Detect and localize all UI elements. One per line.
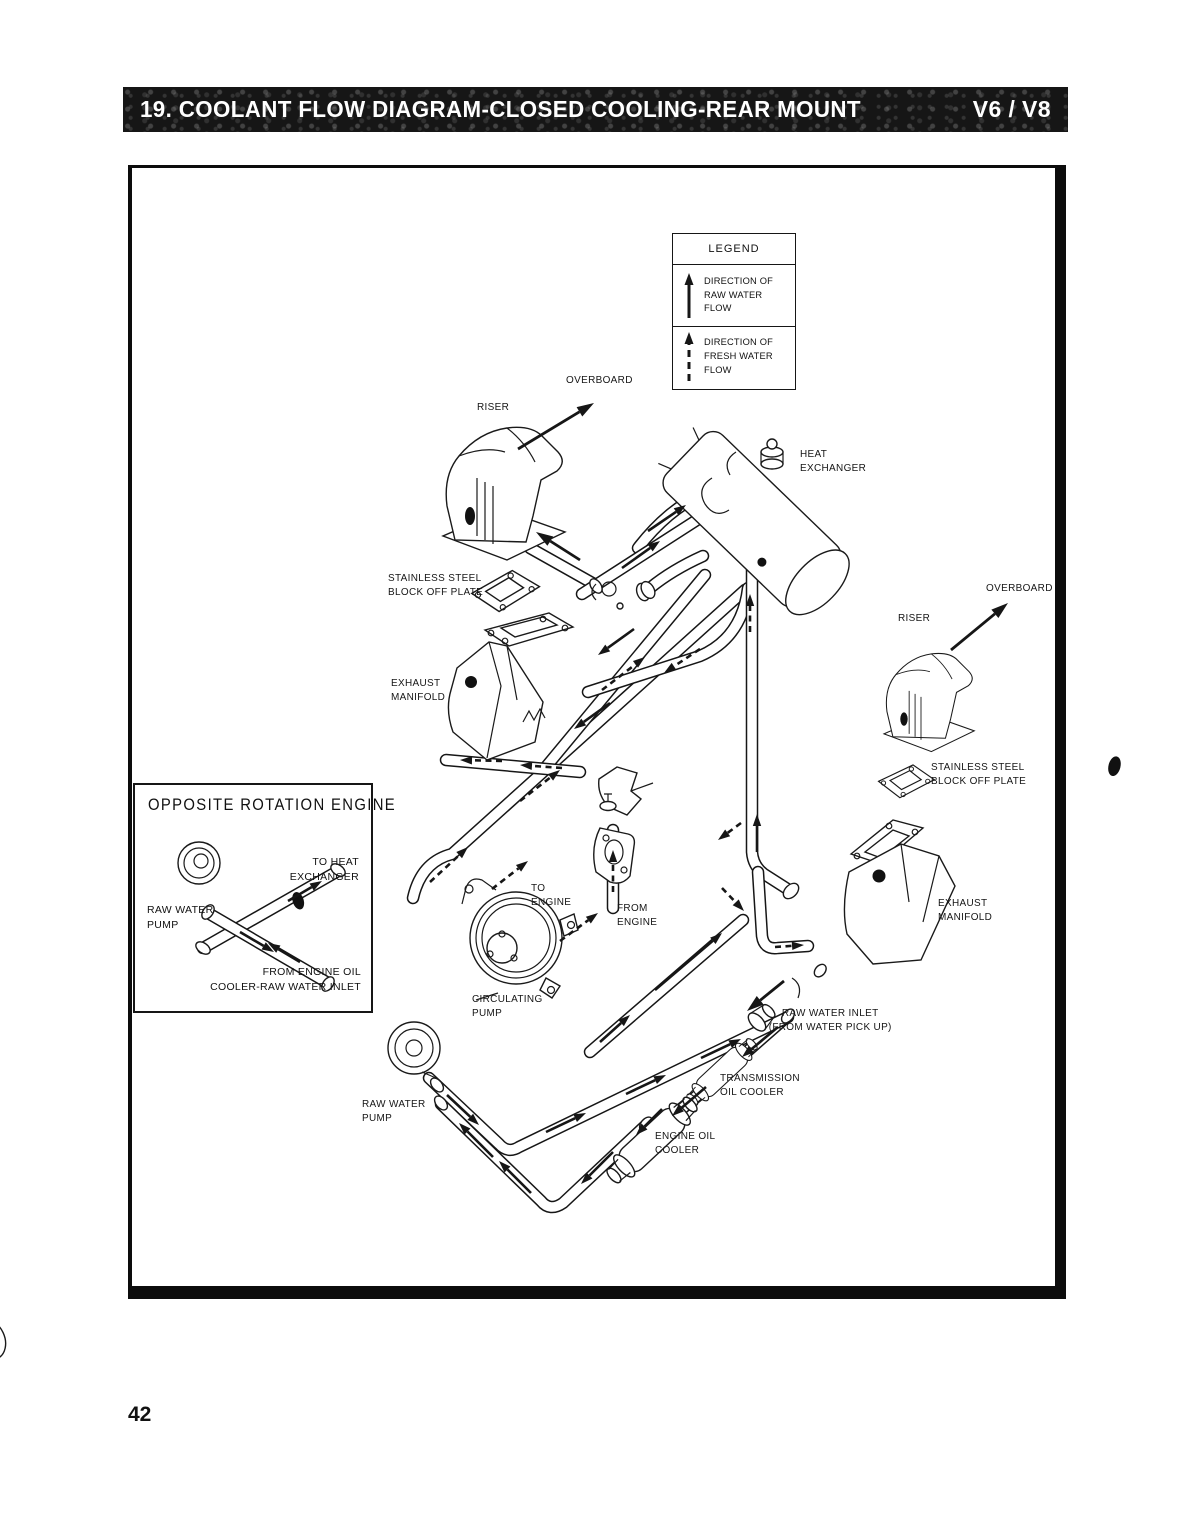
riser-right-drawing [883, 652, 975, 753]
label-from-engine: FROM ENGINE [617, 902, 658, 929]
label-riser-left: RISER [477, 401, 510, 413]
label-raw-water-pump-bottom: RAW WATER PUMP [362, 1098, 426, 1125]
label-overboard-top: OVERBOARD [566, 374, 633, 386]
label-raw-water-inlet: RAW WATER INLET (FROM WATER PICK UP) [768, 1007, 892, 1034]
label-exhaust-manifold-right: EXHAUST MANIFOLD [938, 897, 993, 924]
misc-fittings [591, 581, 617, 601]
flow-arrows [239, 403, 1008, 1194]
section-title: 19. COOLANT FLOW DIAGRAM-CLOSED COOLING-… [140, 96, 861, 122]
dashed-up-arrow-icon [684, 332, 694, 381]
legend-raw-water-label: DIRECTION OF RAW WATER FLOW [704, 275, 774, 314]
circulating-pump-drawing [461, 878, 579, 1001]
page-number: 42 [128, 1403, 152, 1426]
label-to-engine: TO ENGINE [531, 882, 572, 909]
solid-up-arrow-icon [684, 272, 694, 318]
inset-title: OPPOSITE ROTATION ENGINE [148, 796, 397, 814]
label-stainless-plate-left: STAINLESS STEEL BLOCK OFF PLATE [388, 572, 484, 599]
block-off-plate-right-drawing [877, 764, 935, 799]
label-exhaust-manifold-left: EXHAUST MANIFOLD [391, 677, 446, 704]
heat-exchanger-drawing [658, 427, 850, 616]
label-riser-right: RISER [898, 612, 931, 624]
label-inset-to-heat-exchanger: TO HEAT EXCHANGER [289, 856, 359, 883]
label-inset-raw-water-pump: RAW WATER PUMP [147, 904, 214, 931]
section-header-bar: 19. COOLANT FLOW DIAGRAM-CLOSED COOLING-… [123, 87, 1068, 132]
legend-fresh-water-row: DIRECTION OF FRESH WATER FLOW [673, 326, 795, 387]
engine-model-badge: V6 / V8 [972, 96, 1051, 122]
legend-title: LEGEND [673, 234, 795, 265]
label-overboard-right: OVERBOARD [986, 582, 1053, 594]
legend-raw-water-row: DIRECTION OF RAW WATER FLOW [673, 265, 795, 326]
label-stainless-plate-right: STAINLESS STEEL BLOCK OFF PLATE [931, 761, 1027, 788]
label-heat-exchanger: HEAT EXCHANGER [800, 448, 867, 475]
raw-water-inlet-fitting-drawing [747, 977, 801, 1032]
legend-fresh-water-label: DIRECTION OF FRESH WATER FLOW [704, 337, 774, 375]
inset-raw-water-pump-drawing [177, 841, 827, 978]
label-transmission-oil-cooler: TRANSMISSION OIL COOLER [720, 1072, 800, 1099]
exhaust-manifold-left-drawing [292, 612, 575, 910]
opposite-rotation-inset: OPPOSITE ROTATION ENGINE TO HEAT EXCHANG… [133, 783, 395, 1013]
label-engine-oil-cooler: ENGINE OIL COOLER [655, 1130, 716, 1157]
hose-network [196, 485, 815, 1214]
label-circulating-pump: CIRCULATING PUMP [472, 993, 543, 1020]
thermostat-housing-drawing [593, 766, 654, 884]
legend-box: LEGEND DIRECTION OF RAW WATER FLOW DIREC… [672, 233, 796, 390]
label-inset-from-engine-oil-cooler: FROM ENGINE OIL COOLER-RAW WATER INLET [210, 966, 361, 993]
raw-water-pump-bottom-drawing [0, 1021, 441, 1361]
exhaust-manifold-right-drawing [843, 756, 1121, 965]
